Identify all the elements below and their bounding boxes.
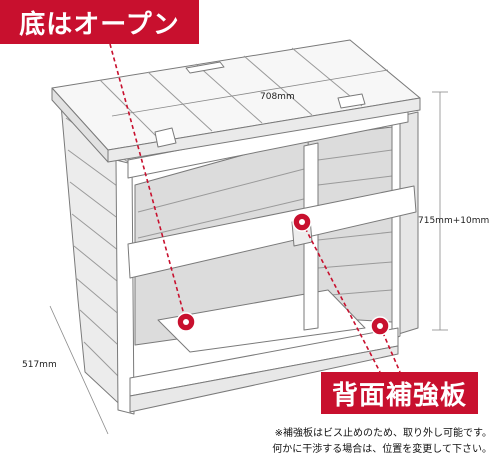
note-line-1: ※補強板はビス止めのため、取り外し可能です。: [274, 428, 492, 439]
lid-handle: [185, 61, 225, 74]
hinge-right: [337, 93, 366, 109]
dimension-width-label: 708mm: [260, 92, 295, 102]
right-post: [391, 115, 401, 341]
dimension-lines: [49, 69, 448, 435]
leader-back-brace: [301, 221, 381, 373]
dimension-depth-label: 517mm: [22, 360, 57, 370]
base-rail: [129, 345, 399, 413]
callout-back-brace: 背面補強板: [321, 372, 478, 414]
back-brace-board: [127, 185, 417, 279]
dimension-height-label: 715mm+10mm: [418, 216, 490, 226]
depth-dimension-line: [49, 305, 109, 435]
front-left-post: [115, 159, 135, 415]
hinge-left: [154, 127, 177, 148]
note-line-2: 何かに干渉する場合は、位置を変更して下さい。: [272, 444, 492, 455]
width-dimension-line: [111, 69, 389, 117]
lid-left-edge: [51, 87, 109, 163]
callout-bottom-open: 底はオープン: [0, 0, 199, 44]
marker-dots: [176, 212, 390, 336]
leader-bottom-open: [109, 43, 187, 323]
